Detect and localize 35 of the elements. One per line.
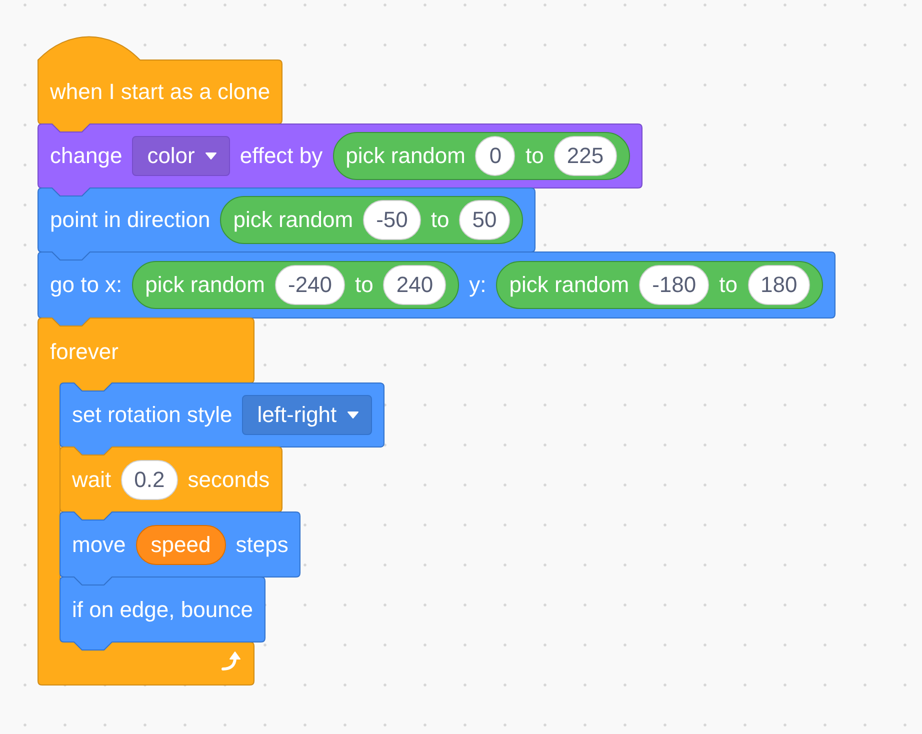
- operator-reporter: [132, 261, 460, 309]
- block-label: move: [72, 532, 126, 558]
- block-label: pick random: [346, 143, 466, 169]
- number-input: 0: [475, 136, 516, 176]
- block-label: effect by: [240, 143, 323, 169]
- block-label: pick random: [509, 272, 630, 298]
- number-input: 50: [459, 200, 510, 240]
- dropdown-menu: left-right: [242, 395, 372, 435]
- block-label: to: [719, 272, 738, 298]
- block-label: pick random: [233, 207, 354, 233]
- block-label: change: [50, 143, 122, 169]
- block-label: to: [430, 207, 450, 233]
- block-label: y:: [469, 272, 486, 298]
- number-input: -240: [275, 265, 346, 305]
- block-label: seconds: [188, 466, 270, 492]
- operator-reporter: [332, 132, 630, 180]
- dropdown-menu: color: [132, 136, 230, 176]
- block-label: forever: [50, 339, 118, 365]
- block-label: set rotation style: [72, 402, 232, 428]
- number-input: 225: [554, 136, 617, 176]
- block-label: to: [525, 143, 544, 169]
- block-label: pick random: [145, 272, 265, 298]
- operator-reporter: [496, 261, 824, 309]
- block-label: steps: [236, 532, 288, 558]
- block-label: point in direction: [50, 207, 210, 233]
- block-label: go to x:: [50, 272, 122, 298]
- block-label: to: [355, 272, 374, 298]
- block-label: wait: [72, 466, 112, 492]
- number-input: 180: [748, 265, 810, 305]
- block-label: if on edge, bounce: [72, 596, 254, 622]
- number-input: -180: [639, 265, 710, 305]
- number-input: -50: [363, 200, 421, 240]
- block-label: when I start as a clone: [50, 79, 270, 105]
- operator-reporter: [220, 196, 523, 244]
- number-input: 240: [383, 265, 446, 305]
